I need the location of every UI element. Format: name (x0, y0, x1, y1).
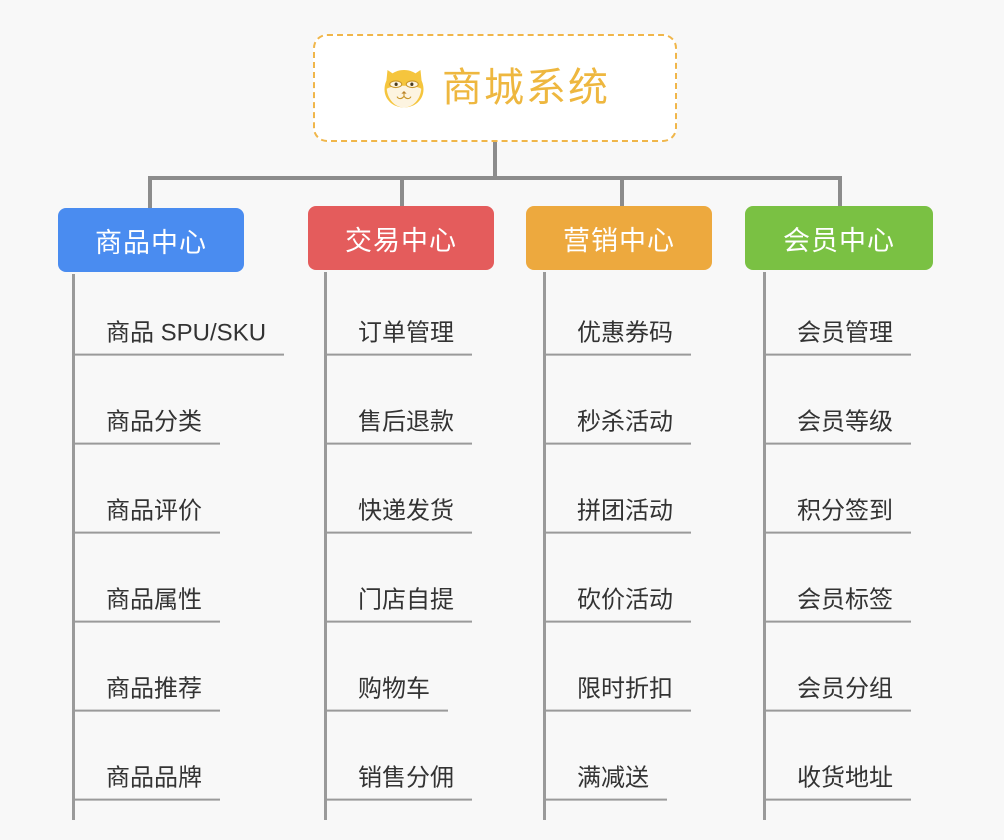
leaf-item[interactable]: 会员分组 (763, 676, 911, 712)
category-header-marketing-center[interactable]: 营销中心 (526, 206, 712, 270)
category-label: 会员中心 (783, 225, 895, 256)
connector-drop-trade (400, 176, 404, 210)
leaf-item[interactable]: 商品属性 (72, 587, 220, 623)
category-header-member-center[interactable]: 会员中心 (745, 206, 933, 270)
leaf-item[interactable]: 商品评价 (72, 498, 220, 534)
connector-drop-member (838, 176, 842, 210)
leaf-item[interactable]: 购物车 (324, 676, 448, 712)
leaf-item[interactable]: 拼团活动 (543, 498, 691, 534)
leaf-item[interactable]: 积分签到 (763, 498, 911, 534)
connector-root-stem (493, 142, 497, 180)
category-label: 商品中心 (95, 227, 207, 258)
leaf-item[interactable]: 会员标签 (763, 587, 911, 623)
leaf-item[interactable]: 门店自提 (324, 587, 472, 623)
connector-drop-product (148, 176, 152, 210)
leaf-item[interactable]: 商品品牌 (72, 765, 220, 801)
leaf-item[interactable]: 商品 SPU/SKU (72, 320, 285, 356)
root-node[interactable]: 商城系统 (313, 34, 677, 142)
category-header-product-center[interactable]: 商品中心 (58, 208, 244, 272)
leaf-item[interactable]: 销售分佣 (324, 765, 472, 801)
column-trunk-trade-center (324, 272, 327, 820)
leaf-item[interactable]: 限时折扣 (543, 676, 691, 712)
leaf-item[interactable]: 收货地址 (763, 765, 911, 801)
column-trunk-marketing-center (543, 272, 546, 820)
category-label: 交易中心 (345, 225, 457, 256)
connector-drop-marketing (620, 176, 624, 210)
category-header-trade-center[interactable]: 交易中心 (308, 206, 494, 270)
leaf-item[interactable]: 商品推荐 (72, 676, 220, 712)
column-trunk-product-center (72, 274, 75, 820)
leaf-item[interactable]: 会员管理 (763, 320, 911, 356)
leaf-item[interactable]: 秒杀活动 (543, 409, 691, 445)
leaf-item[interactable]: 满减送 (543, 765, 667, 801)
leaf-item[interactable]: 订单管理 (324, 320, 472, 356)
leaf-item[interactable]: 售后退款 (324, 409, 472, 445)
leaf-item[interactable]: 快递发货 (324, 498, 472, 534)
root-title: 商城系统 (442, 66, 610, 110)
leaf-item[interactable]: 砍价活动 (543, 587, 691, 623)
leaf-item[interactable]: 会员等级 (763, 409, 911, 445)
column-trunk-member-center (763, 272, 766, 820)
shiba-dog-icon (384, 70, 424, 108)
leaf-item[interactable]: 优惠券码 (543, 320, 691, 356)
category-label: 营销中心 (563, 225, 675, 256)
leaf-item[interactable]: 商品分类 (72, 409, 220, 445)
connector-horizontal-bus (148, 176, 842, 180)
